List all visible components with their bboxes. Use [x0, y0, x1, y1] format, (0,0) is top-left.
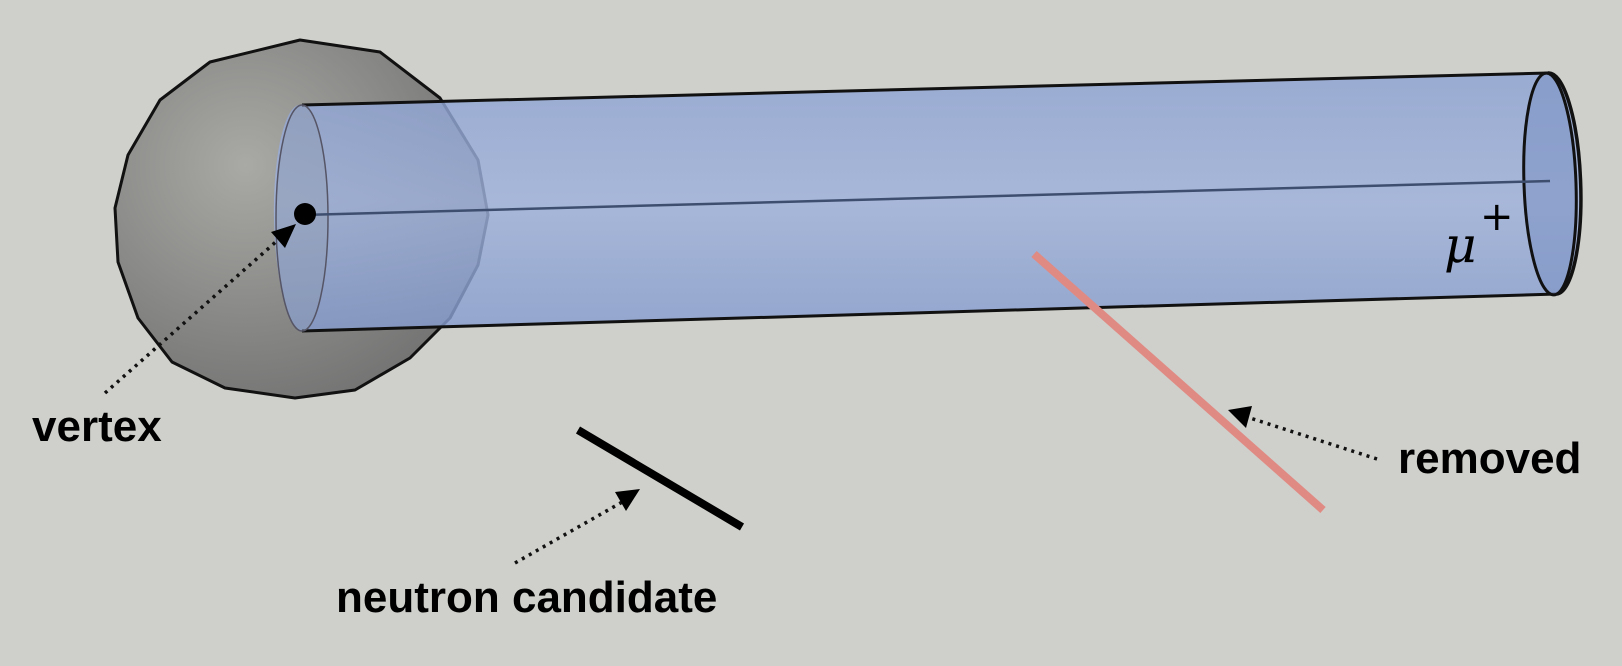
neutron-arrow-line — [514, 499, 625, 565]
particle-charge-label: + — [1480, 194, 1514, 240]
neutron-arrow-head-icon — [615, 489, 640, 511]
neutron-candidate-segment — [575, 426, 745, 531]
removed-segment — [1031, 251, 1326, 513]
cylinder-far-cap-outline — [1547, 71, 1583, 296]
removed-arrow-line — [1249, 416, 1378, 461]
muon-cylinder — [273, 72, 1581, 332]
cylinder-top-edge — [301, 71, 1549, 107]
cylinder-far-cap — [1522, 71, 1578, 297]
vertex-label: vertex — [32, 402, 162, 451]
muon-track-axis — [301, 179, 1551, 217]
removed-label: removed — [1398, 434, 1581, 483]
cylinder-bottom-edge — [301, 292, 1558, 333]
vertex-arrow-line — [103, 238, 280, 395]
neutron-candidate-label: neutron candidate — [336, 573, 717, 622]
particle-label: μ — [1444, 216, 1477, 274]
removed-arrow-head-icon — [1228, 406, 1252, 428]
vertex-arrow-head-icon — [271, 224, 296, 248]
vertex-point-icon — [294, 203, 316, 225]
